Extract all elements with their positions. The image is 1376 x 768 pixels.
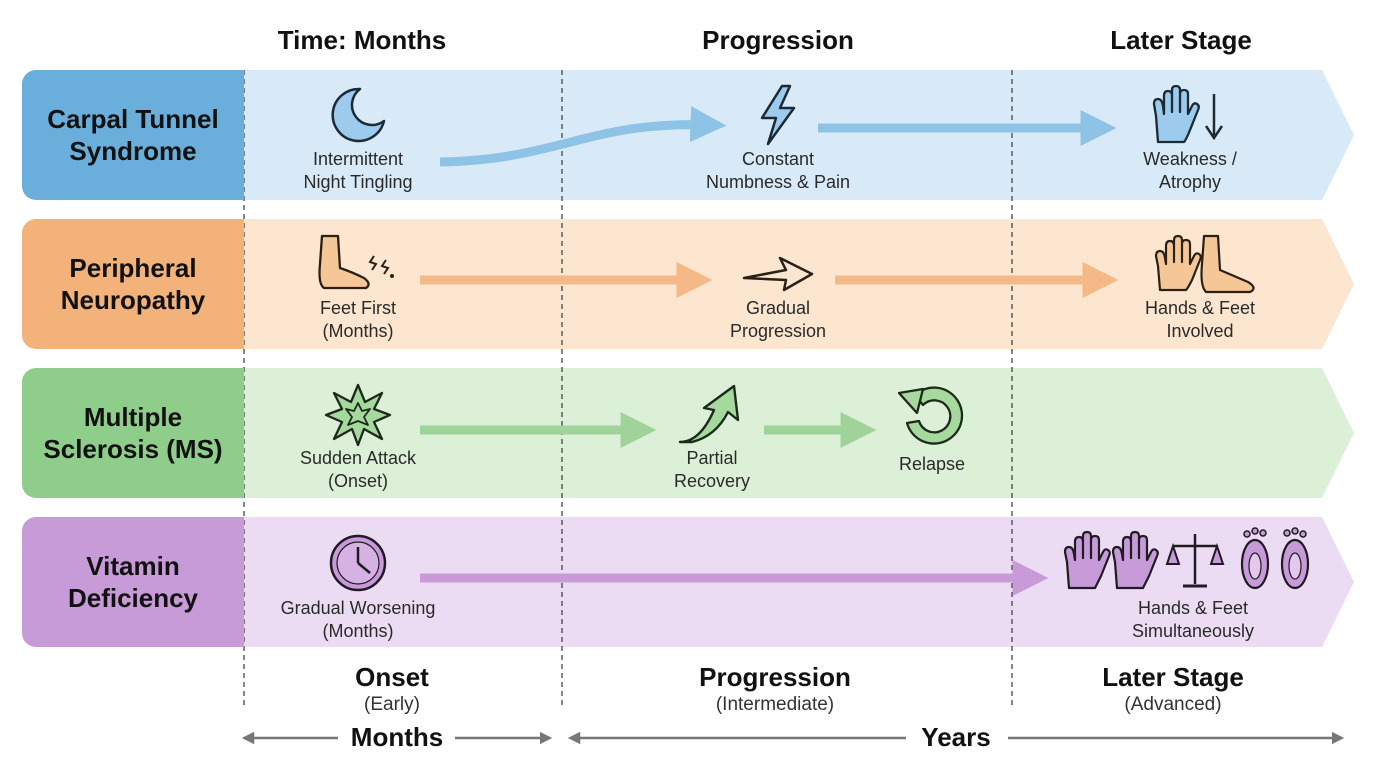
stage-label-line1: Intermittent xyxy=(312,149,404,169)
header-later-stage: Later Stage xyxy=(1110,25,1252,55)
stage-label-line2: (Onset) xyxy=(327,471,388,491)
lightning-icon xyxy=(760,84,796,146)
clock-icon xyxy=(329,534,387,592)
burst-icon xyxy=(324,383,392,447)
moon-icon xyxy=(331,87,386,143)
row-label-line1: Peripheral xyxy=(69,253,197,283)
hands-scale-feet-icon xyxy=(1063,527,1310,590)
stage-label-line1: Partial xyxy=(686,448,738,468)
stage-label-vitamin-onset: Gradual Worsening (Months) xyxy=(248,597,468,643)
stage-label-line2: (Months) xyxy=(322,621,394,641)
stage-label-line1: Gradual Worsening xyxy=(280,598,436,618)
header-progression: Progression xyxy=(702,25,854,55)
row-label-line2: Syndrome xyxy=(69,136,197,166)
stage-label-line2: Numbness & Pain xyxy=(705,172,851,192)
stage-label-line1: Relapse xyxy=(898,454,966,474)
row-label-line2: Neuropathy xyxy=(60,285,206,315)
stage-label-line2: Recovery xyxy=(673,471,751,491)
header-time-months: Time: Months xyxy=(277,25,447,55)
stage-label-carpal-later: Weakness / Atrophy xyxy=(1080,148,1300,194)
bottom-progression-title: Progression xyxy=(699,662,851,692)
bottom-onset-sub: (Early) xyxy=(364,694,420,715)
arrow-carpal-1 xyxy=(439,106,727,167)
row-label-line1: Carpal Tunnel xyxy=(47,104,219,134)
stage-label-line1: Weakness / xyxy=(1143,149,1237,169)
stage-label-neuropathy-onset: Feet First (Months) xyxy=(248,297,468,343)
stage-label-line1: Hands & Feet xyxy=(1137,598,1249,618)
row-label-line1: Multiple xyxy=(83,402,183,432)
timeline-years-label: Years xyxy=(921,722,991,752)
timeline-months-label: Months xyxy=(350,722,444,752)
foot-tingling-icon xyxy=(318,234,394,290)
row-label-line2: Deficiency xyxy=(67,583,199,613)
stage-label-line2: Simultaneously xyxy=(1131,621,1255,641)
row-band-carpal xyxy=(244,70,1354,200)
stage-label-line1: Hands & Feet xyxy=(1144,298,1256,318)
stage-label-line2: Atrophy xyxy=(1158,172,1222,192)
relapse-cycle-icon xyxy=(897,386,964,445)
stage-label-line2: Involved xyxy=(1166,321,1234,341)
stage-label-line1: Feet First xyxy=(319,298,396,318)
bottom-onset-title: Onset xyxy=(355,662,429,692)
bottom-later-title: Later Stage xyxy=(1102,662,1244,692)
row-band-neuropathy xyxy=(244,219,1354,349)
stage-label-line1: Constant xyxy=(741,149,815,169)
stage-label-ms-onset: Sudden Attack (Onset) xyxy=(248,447,468,493)
row-label-line2: Sclerosis (MS) xyxy=(43,434,223,464)
stage-label-line2: (Months) xyxy=(322,321,394,341)
hand-down-arrow-icon xyxy=(1152,84,1224,144)
arrow-right-icon xyxy=(742,256,814,292)
stage-label-line2: Night Tingling xyxy=(303,172,413,192)
hand-and-foot-icon xyxy=(1154,234,1255,294)
stage-label-line2: Progression xyxy=(729,321,827,341)
bottom-later-sub: (Advanced) xyxy=(1124,694,1222,715)
curved-up-arrow-icon xyxy=(678,384,740,444)
bottom-progression-sub: (Intermediate) xyxy=(715,694,835,715)
row-label-line1: Vitamin xyxy=(86,551,180,581)
stage-label-ms-relapse: Relapse xyxy=(822,453,1042,476)
stage-label-line1: Sudden Attack xyxy=(299,448,417,468)
stage-label-line1: Gradual xyxy=(745,298,811,318)
